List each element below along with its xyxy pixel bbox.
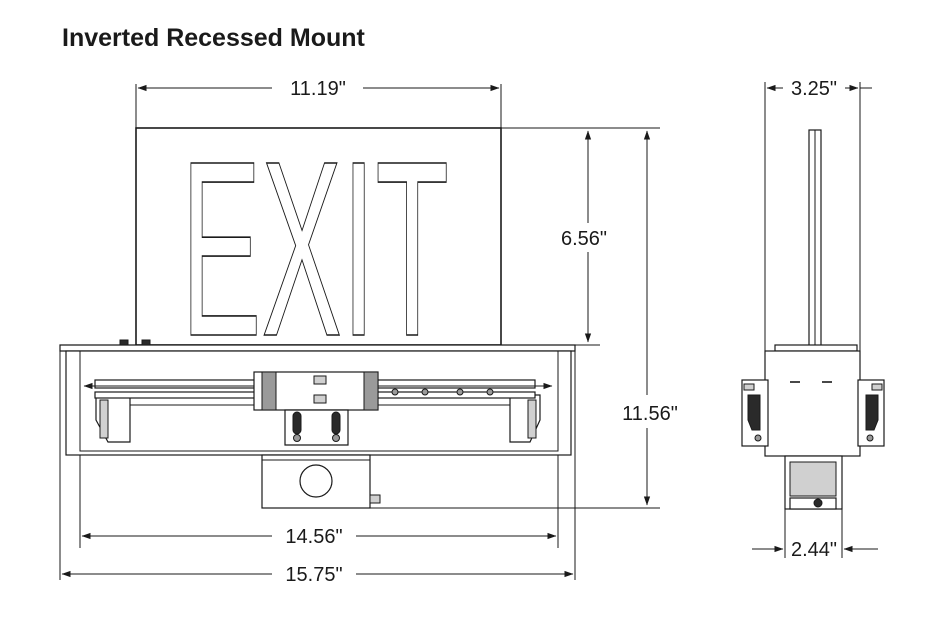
side-view — [741, 129, 885, 510]
dim-housing-width: 14.56" — [285, 526, 342, 548]
housing-side — [764, 350, 861, 457]
diagram-title: Inverted Recessed Mount — [62, 24, 365, 52]
dim-sign-height: 6.56" — [561, 228, 607, 250]
dim-side-back-box: 2.44" — [791, 539, 837, 561]
trim-flange — [59, 344, 576, 352]
side-dimensions: 3.25" 2.44" — [752, 78, 878, 561]
exit-letters: EXIT — [181, 109, 449, 388]
dim-side-depth: 3.25" — [791, 78, 837, 100]
dim-overall-height: 11.56" — [622, 403, 678, 425]
knockout — [299, 464, 333, 498]
dim-sign-width: 11.19" — [290, 78, 346, 100]
front-dimensions: 11.19" 6.56" 11.56" 14.56" 15.75" — [59, 78, 678, 586]
front-view: EXIT — [59, 108, 576, 509]
dim-overall-width: 15.75" — [285, 564, 342, 586]
